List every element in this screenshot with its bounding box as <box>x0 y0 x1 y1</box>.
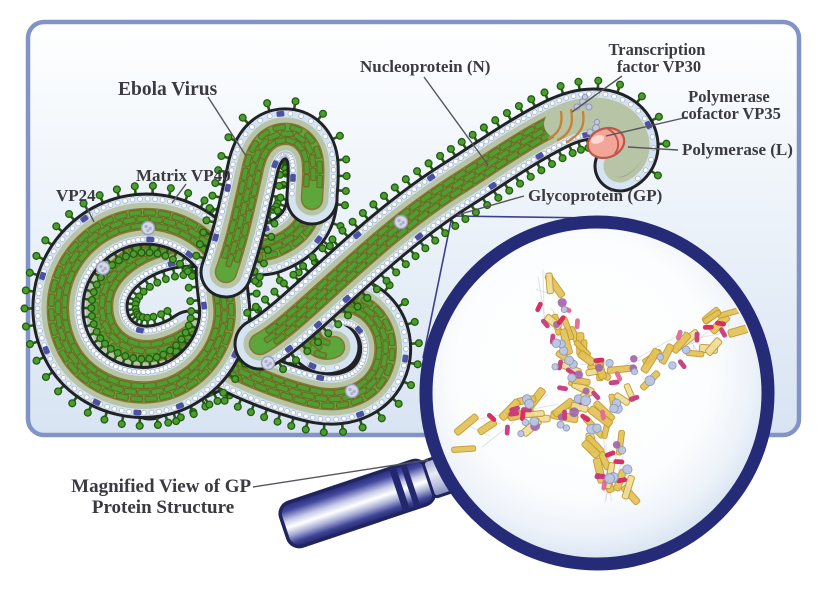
label-polymerase-l: Polymerase (L) <box>682 140 793 159</box>
virion-head-contents <box>544 93 646 177</box>
label-transcription-factor-vp30: Transcription factor VP30 <box>609 40 710 76</box>
lens-glass <box>432 228 762 558</box>
gray-sphere-icon <box>344 383 360 399</box>
leader-line-nucleoprotein <box>423 76 489 166</box>
label-matrix-vp40: Matrix VP40 <box>136 166 231 185</box>
leader-line-vp30 <box>571 75 623 113</box>
label-polymerase-cofactor-vp35: Polymerase cofactor VP35 <box>681 87 781 123</box>
label-magnified-view: Magnified View of GP Protein Structure <box>71 476 255 518</box>
membrane-sphere-decorations <box>95 214 409 399</box>
leader-line-ebola <box>207 96 247 157</box>
polymerase-blob <box>586 126 626 160</box>
vp30-ribbon-icon <box>556 108 574 142</box>
magnifier <box>278 215 775 571</box>
vp24-wedges-layer <box>39 214 239 416</box>
leader-line-vp24 <box>85 205 95 223</box>
gp-protein-structure-art <box>451 269 749 506</box>
labels: Ebola Virus Matrix VP40 VP24 Nucleoprote… <box>56 40 793 223</box>
virion-segment <box>192 97 351 299</box>
nucleocapsid-bricks-layer <box>47 209 235 403</box>
leader-line-matrix <box>171 183 187 204</box>
protein-spheres <box>517 305 691 484</box>
gray-sphere-icon <box>95 260 111 276</box>
callout-line-left <box>422 215 453 359</box>
leader-line-vp35 <box>605 116 689 137</box>
vp24-wedges-layer <box>284 120 652 353</box>
gray-sphere-icon <box>393 214 409 230</box>
label-glycoprotein-gp: Glycoprotein (GP) <box>528 186 662 205</box>
leader-line-magnified <box>252 459 429 488</box>
protein-pink-helices <box>486 301 727 491</box>
label-ebola-virus: Ebola Virus <box>118 79 218 100</box>
leader-line-glycoprotein <box>456 195 525 216</box>
lens-ring <box>419 215 775 571</box>
membrane-beads-layer <box>34 195 248 416</box>
handle-stripe <box>400 462 421 509</box>
caption: Magnified View of GP Protein Structure <box>71 459 429 518</box>
nucleocapsid-bricks-layer <box>220 123 324 268</box>
label-nucleoprotein: Nucleoprotein (N) <box>360 57 490 76</box>
leader-line-polymerase <box>627 146 679 151</box>
vp30-ribbon-icon <box>547 110 563 140</box>
vp30-ribbon-icon <box>565 110 585 144</box>
handle-stripe <box>388 466 411 513</box>
gray-sphere-icon <box>260 355 276 371</box>
head-interior-matrix <box>544 101 646 177</box>
gray-sphere-icon <box>140 220 156 236</box>
vp24-wedges-layer <box>212 110 296 242</box>
vp30-cluster-icon <box>573 93 593 111</box>
label-vp24: VP24 <box>56 186 96 205</box>
virion-segment <box>20 181 263 430</box>
